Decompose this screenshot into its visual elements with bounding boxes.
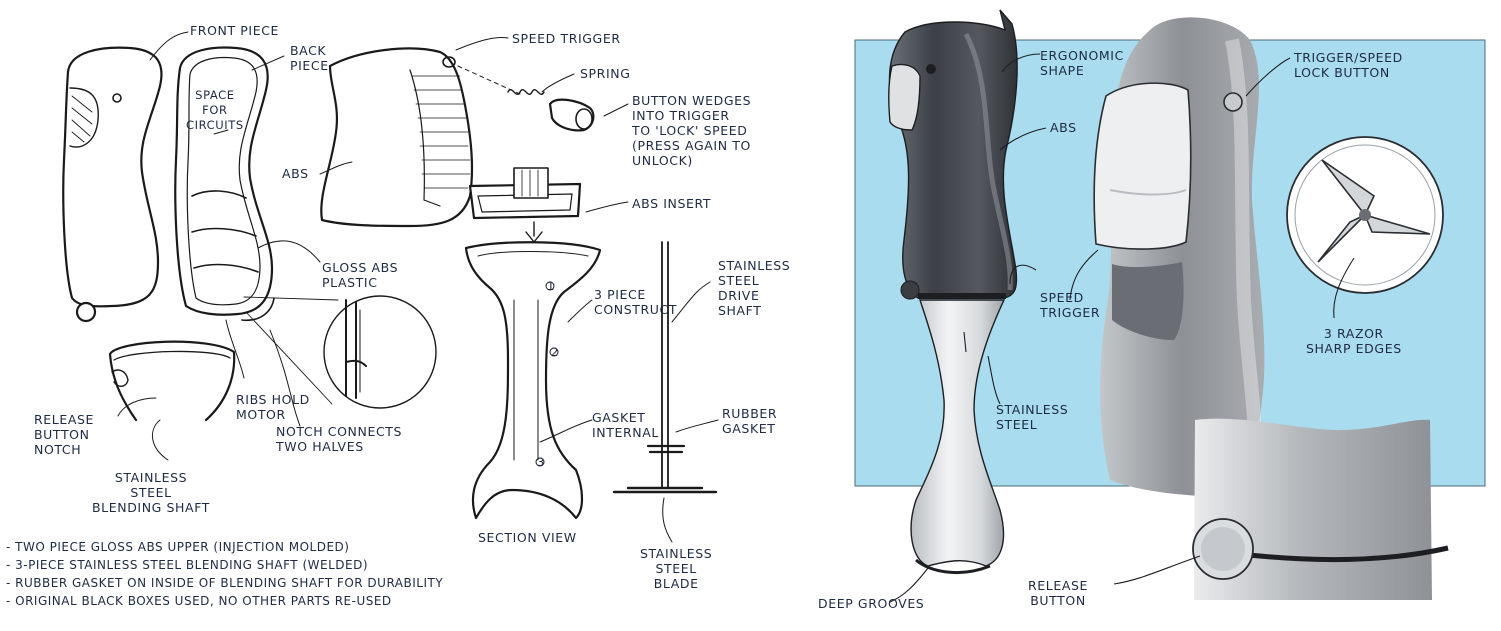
label-gasket-internal: GASKET INTERNAL	[592, 410, 659, 440]
label-num-1: 1	[547, 279, 555, 293]
label-ribs-hold-motor: RIBS HOLD MOTOR	[236, 392, 310, 422]
label-gloss-abs-plastic: GLOSS ABS PLASTIC	[322, 260, 399, 290]
label-space-for-circuits: SPACE FOR CIRCUITS	[186, 88, 244, 132]
label-trigger-lock: TRIGGER/SPEED LOCK BUTTON	[1294, 50, 1403, 80]
label-abs-insert: ABS INSERT	[632, 196, 712, 211]
note-3: - RUBBER GASKET ON INSIDE OF BLENDING SH…	[6, 576, 444, 590]
label-stainless-blade: STAINLESS STEEL BLADE	[640, 546, 713, 591]
label-rubber-gasket: RUBBER GASKET	[722, 406, 778, 436]
label-deep-grooves: DEEP GROOVES	[818, 596, 925, 611]
label-num-3: 3	[537, 455, 545, 469]
section-view-shaft	[464, 241, 602, 520]
label-release-button-notch: RELEASE BUTTON NOTCH	[34, 412, 95, 457]
label-num-2: 2	[551, 345, 559, 359]
label-section-view: SECTION VIEW	[478, 530, 577, 545]
notch-detail-circle	[243, 295, 437, 409]
label-speed-trigger-right: SPEED TRIGGER	[1040, 290, 1101, 320]
label-stainless-steel: STAINLESS STEEL	[996, 402, 1069, 432]
label-razor-edges: 3 RAZOR SHARP EDGES	[1306, 326, 1402, 356]
note-4: - ORIGINAL BLACK BOXES USED, NO OTHER PA…	[6, 594, 392, 608]
front-piece-drawing	[62, 46, 163, 323]
left-leader-lines	[117, 31, 719, 543]
label-three-piece: 3 PIECE CONSTRUCT	[594, 287, 678, 317]
label-ergonomic-shape: ERGONOMIC SHAPE	[1040, 48, 1124, 78]
label-front-piece: FRONT PIECE	[190, 23, 280, 38]
trigger-block-drawing	[320, 47, 474, 228]
right-render	[854, 9, 1486, 603]
abs-insert-drawing	[468, 167, 582, 243]
note-1: - TWO PIECE GLOSS ABS UPPER (INJECTION M…	[6, 540, 350, 554]
shaft-cup-drawing	[108, 340, 236, 422]
drive-shaft-drawing	[612, 241, 718, 494]
label-abs: ABS	[1050, 120, 1077, 135]
label-button-wedges: BUTTON WEDGES INTO TRIGGER TO 'LOCK' SPE…	[632, 93, 752, 168]
label-speed-trigger: SPEED TRIGGER	[512, 31, 621, 46]
note-2: - 3-PIECE STAINLESS STEEL BLENDING SHAFT…	[6, 558, 368, 572]
label-notch-connects: NOTCH CONNECTS TWO HALVES	[276, 424, 403, 454]
label-spring: SPRING	[580, 66, 631, 81]
label-stainless-drive-shaft: STAINLESS STEEL DRIVE SHAFT	[718, 258, 791, 318]
label-abs-trigger: ABS	[282, 166, 309, 181]
label-release-button: RELEASE BUTTON	[1028, 578, 1089, 608]
spring-and-button	[457, 65, 595, 132]
back-piece-drawing	[174, 46, 275, 322]
label-stainless-blending-shaft: STAINLESS STEEL BLENDING SHAFT	[92, 470, 211, 515]
label-back-piece: BACK PIECE	[290, 43, 329, 73]
